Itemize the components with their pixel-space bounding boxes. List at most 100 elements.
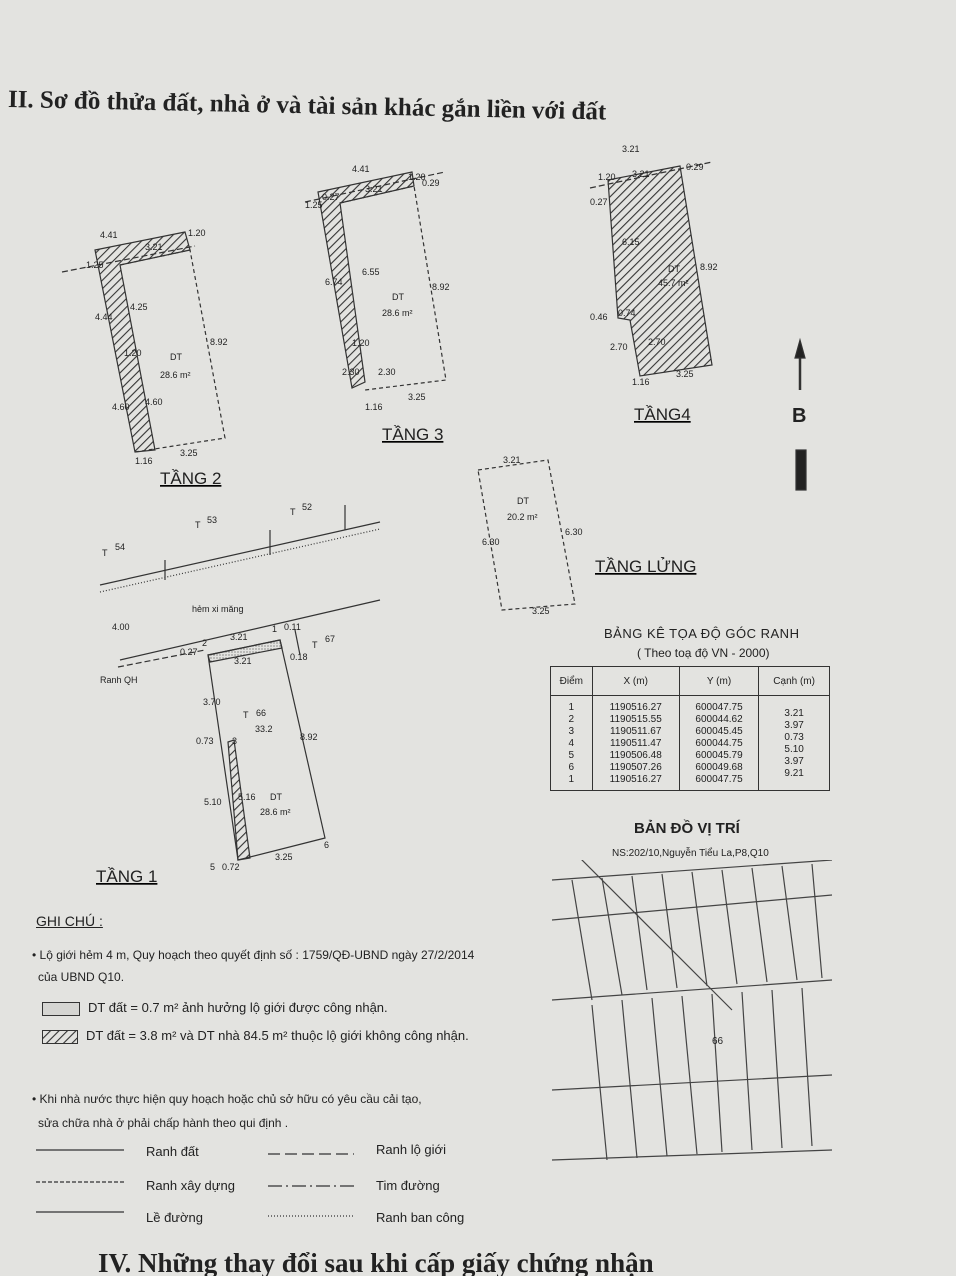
label: 3.97: [784, 756, 804, 767]
label: 8.92: [300, 732, 318, 742]
label: 9.21: [784, 768, 804, 779]
floor-plan-tang2: [61, 231, 226, 453]
label: 0.18: [290, 652, 308, 662]
label: 5.10: [204, 797, 222, 807]
label: 600044.75: [695, 738, 743, 749]
label: 3.25: [408, 392, 426, 402]
label: 3.21: [784, 708, 804, 719]
label: 3: [232, 736, 237, 746]
label: 3.25: [676, 369, 694, 379]
dotted-pattern-icon: [42, 1001, 80, 1016]
label: 4.41: [352, 164, 370, 174]
notes-heading: GHI CHÚ :: [36, 913, 103, 929]
label: 6: [324, 840, 329, 850]
label: 6.55: [362, 267, 380, 277]
site-plan-tang1: [99, 505, 381, 861]
label: 0.73: [196, 736, 214, 746]
label: hẻm xi măng: [192, 604, 244, 614]
label: 0.27: [180, 647, 198, 657]
label: T: [243, 710, 249, 720]
label: 2.70: [648, 337, 666, 347]
note-line-4: sửa chữa nhà ở phải chấp hành theo qui đ…: [38, 1116, 289, 1130]
label: 2: [202, 638, 207, 648]
label: 3.25: [532, 606, 550, 616]
label: 6.30: [565, 527, 583, 537]
label: 3.21: [145, 242, 163, 252]
label: 45.7 m²: [658, 278, 689, 288]
label: 1190511.47: [610, 738, 662, 749]
label: 4.60: [112, 402, 130, 412]
label: 2: [568, 714, 575, 725]
label: Cạnh (m): [758, 666, 830, 696]
line-legend: Ranh đất Ranh lộ giới Ranh xây dựng Tim …: [36, 1142, 464, 1225]
label: 54: [115, 542, 125, 552]
label: Ranh đất: [146, 1144, 199, 1159]
label: 1190515.55: [609, 714, 662, 725]
location-address: NS:202/10,Nguyễn Tiểu La,P8,Q10: [612, 848, 769, 859]
label: 1190506.48: [609, 750, 662, 761]
label: 3.70: [203, 697, 221, 707]
label: 3.21: [632, 169, 650, 179]
label: 0.11: [284, 622, 301, 632]
label: T: [312, 640, 318, 650]
label: 8.92: [432, 282, 450, 292]
label: 600049.68: [695, 762, 743, 773]
label: 4.25: [130, 302, 148, 312]
label: 67: [325, 634, 335, 644]
label: DT: [517, 496, 529, 506]
label: 0.73: [784, 732, 804, 743]
label: 8.92: [700, 262, 718, 272]
label: 3.21: [365, 184, 383, 194]
label: 52: [302, 502, 312, 512]
label: 0.74: [618, 308, 636, 318]
label: 20.2 m²: [507, 512, 538, 522]
label: 0.29: [686, 162, 704, 172]
floor-plan-tang-lung: [477, 459, 576, 611]
label: 3.25: [180, 448, 198, 458]
label: TẦNG 2: [160, 469, 221, 488]
label: 1.20: [124, 348, 142, 358]
label: Ranh lộ giới: [376, 1142, 446, 1157]
label: 2.30: [342, 367, 360, 377]
label: 2.30: [378, 367, 396, 377]
label: Tim đường: [376, 1178, 440, 1193]
label: 28.6 m²: [382, 308, 413, 318]
label: 4.41: [100, 230, 118, 240]
label: 28.6 m²: [160, 370, 191, 380]
label: 33.2: [255, 724, 273, 734]
label: 600047.75: [695, 702, 743, 713]
label: 28.6 m²: [260, 807, 291, 817]
label: 66: [256, 708, 266, 718]
label: 1: [272, 624, 277, 634]
label: 6.74: [325, 277, 343, 287]
label: 1.20: [352, 338, 370, 348]
label: Ranh xây dựng: [146, 1178, 235, 1193]
label: 600044.62: [695, 714, 743, 725]
label: DT đất = 0.7 m² ảnh hưởng lộ giới được c…: [88, 1000, 388, 1015]
location-map-title: BẢN ĐỒ VỊ TRÍ: [634, 820, 740, 837]
note-line-3: • Khi nhà nước thực hiện quy hoạch hoặc …: [32, 1092, 422, 1106]
label: 1.25: [305, 200, 323, 210]
label: 1.25: [86, 260, 104, 270]
label: 6: [568, 762, 575, 773]
label: 4.44: [95, 312, 113, 322]
coord-table-subtitle: ( Theo toạ độ VN - 2000): [637, 646, 770, 660]
note-line-1: • Lộ giới hẻm 4 m, Quy hoạch theo quyết …: [32, 948, 475, 962]
label: TẦNG 3: [382, 425, 443, 444]
label: 5: [568, 750, 575, 761]
label: 1: [568, 702, 575, 713]
label: 0.72: [222, 862, 240, 872]
label: 6.30: [482, 537, 500, 547]
label: T: [195, 520, 201, 530]
label: 4: [568, 738, 575, 749]
label: 600047.75: [695, 774, 743, 785]
label: 2.70: [610, 342, 628, 352]
label: Điểm: [550, 666, 593, 696]
label: 3: [568, 726, 575, 737]
label: TẦNG LỬNG: [595, 557, 696, 576]
legend-dotted: DT đất = 0.7 m² ảnh hưởng lộ giới được c…: [42, 1000, 388, 1016]
label: 4.00: [112, 622, 130, 632]
